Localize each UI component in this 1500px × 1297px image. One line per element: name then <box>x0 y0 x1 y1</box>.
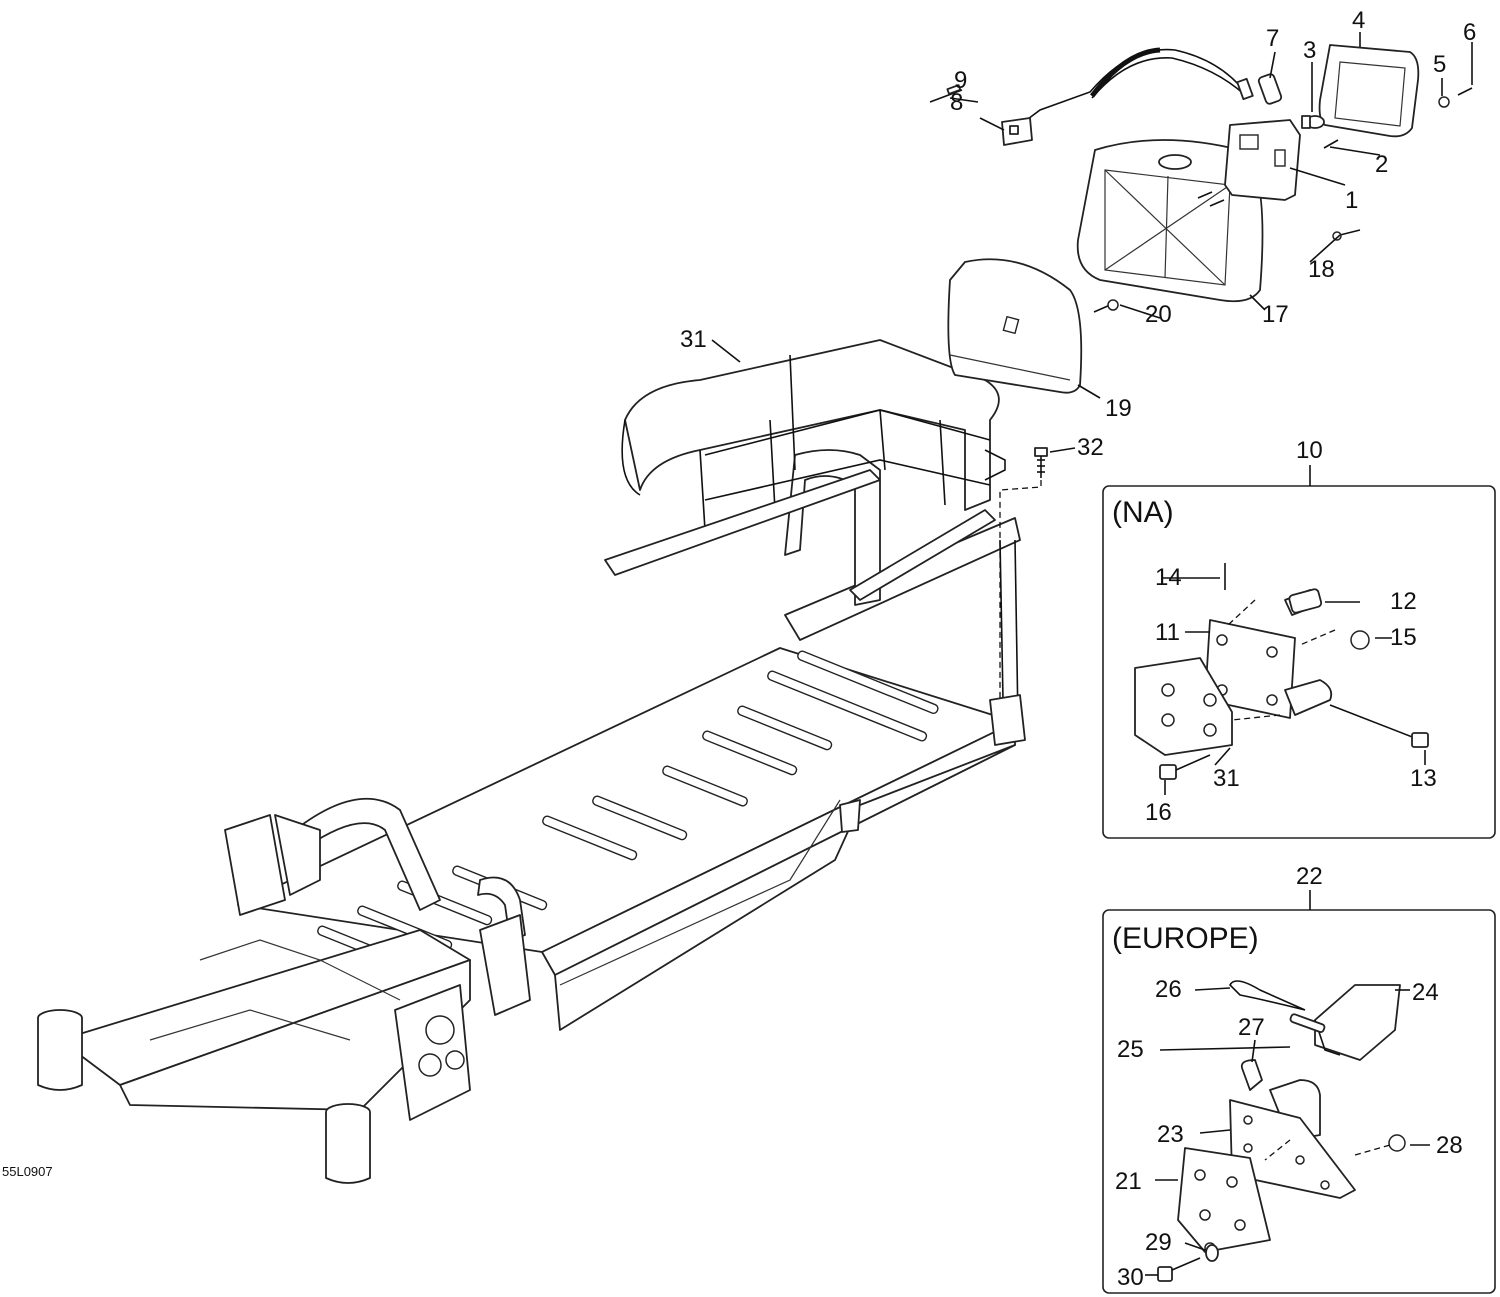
deck-slots <box>317 650 939 971</box>
callout-31: 31 <box>680 326 707 353</box>
frame-assembly <box>37 517 1026 1184</box>
europe-box-number: 22 <box>1296 863 1323 890</box>
europe-box <box>1102 890 1496 1294</box>
lamp-lens <box>1318 44 1420 138</box>
callout-19: 19 <box>1105 395 1132 422</box>
na-box <box>1102 465 1496 839</box>
na-box-number: 10 <box>1296 437 1323 464</box>
callout-13: 13 <box>1410 765 1437 792</box>
taillight-housing <box>1076 139 1264 303</box>
callout-9: 9 <box>954 67 967 94</box>
leaders-top <box>711 32 1473 453</box>
ski-leg-mount-left <box>37 1009 83 1091</box>
callout-3: 3 <box>1303 37 1316 64</box>
callout-11: 11 <box>1155 619 1180 646</box>
terminal-pin <box>929 84 963 103</box>
callout-31-na: 31 <box>1213 765 1240 792</box>
callout-1: 1 <box>1345 187 1358 214</box>
callout-23: 23 <box>1157 1121 1184 1148</box>
reflector <box>947 258 1083 394</box>
callout-17: 17 <box>1262 301 1289 328</box>
screws <box>1197 87 1473 241</box>
callout-25: 25 <box>1117 1036 1144 1063</box>
callout-16: 16 <box>1145 799 1172 826</box>
callout-28: 28 <box>1436 1132 1463 1159</box>
reference-code: 55L0907 <box>2 1164 53 1179</box>
ski-leg-mount-right <box>325 1103 371 1184</box>
callout-5: 5 <box>1433 51 1446 78</box>
wiring-harness <box>1001 47 1283 146</box>
callout-8: 8 <box>950 89 963 116</box>
callout-18: 18 <box>1308 256 1335 283</box>
callout-20: 20 <box>1145 301 1172 328</box>
callout-27: 27 <box>1238 1014 1265 1041</box>
callout-21: 21 <box>1115 1168 1142 1195</box>
bolt-32 <box>1034 447 1048 478</box>
callout-15: 15 <box>1390 624 1417 651</box>
callout-24: 24 <box>1412 979 1439 1006</box>
callout-32: 32 <box>1077 434 1104 461</box>
callout-4: 4 <box>1352 7 1365 34</box>
callout-2: 2 <box>1375 151 1388 178</box>
bolt-20 <box>1093 299 1119 313</box>
callout-7: 7 <box>1266 25 1279 52</box>
callout-6: 6 <box>1463 19 1476 46</box>
callout-30: 30 <box>1117 1264 1144 1291</box>
bulb <box>1301 115 1325 129</box>
europe-box-title: (EUROPE) <box>1112 922 1259 955</box>
callout-14: 14 <box>1155 564 1182 591</box>
na-box-title: (NA) <box>1112 496 1174 529</box>
callout-29: 29 <box>1145 1229 1172 1256</box>
callout-26: 26 <box>1155 976 1182 1003</box>
lamp-base <box>1224 119 1301 201</box>
cargo-rack <box>604 339 1006 606</box>
callout-12: 12 <box>1390 588 1417 615</box>
